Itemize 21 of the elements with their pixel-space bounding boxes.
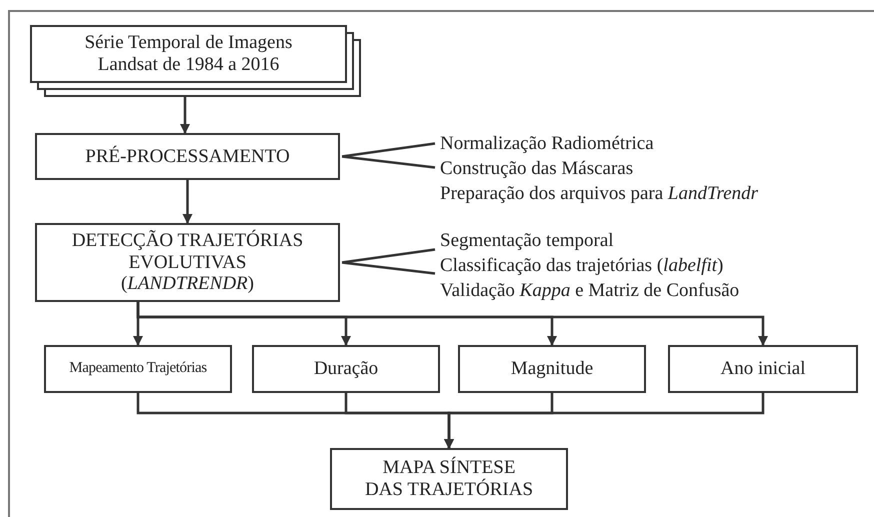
bracket-line [340, 248, 436, 275]
note-text: Preparação dos arquivos para LandTrendr [440, 182, 758, 206]
document-stack [30, 25, 361, 97]
result-box: MAPA SÍNTESE DAS TRAJETÓRIAS [330, 448, 568, 510]
note-text: Validação Kappa e Matriz de Confusão [440, 279, 740, 303]
note-text: Segmentação temporal [440, 229, 614, 253]
output-box: Magnitude [458, 345, 646, 393]
bracket-line [340, 142, 436, 169]
arrow [180, 97, 190, 134]
note-text: Construção das Máscaras [440, 157, 634, 181]
process-box: DETECÇÃO TRAJETÓRIAS EVOLUTIVAS (LANDTRENDR) [35, 223, 340, 302]
note-text: Normalização Radiométrica [440, 132, 654, 156]
process-box: PRÉ-PROCESSAMENTO [35, 133, 340, 180]
box-label: Série Temporal de Imagens Landsat de 1984 a 2016 [84, 32, 294, 76]
arrow [182, 180, 192, 224]
note-text: Classificação das trajetórias (labelfit) [440, 254, 724, 278]
arrow [136, 302, 768, 346]
output-box: Ano inicial [668, 345, 858, 393]
output-box: Mapeamento Trajetórias [44, 345, 232, 393]
arrow [444, 393, 764, 449]
output-box: Duração [252, 345, 440, 393]
